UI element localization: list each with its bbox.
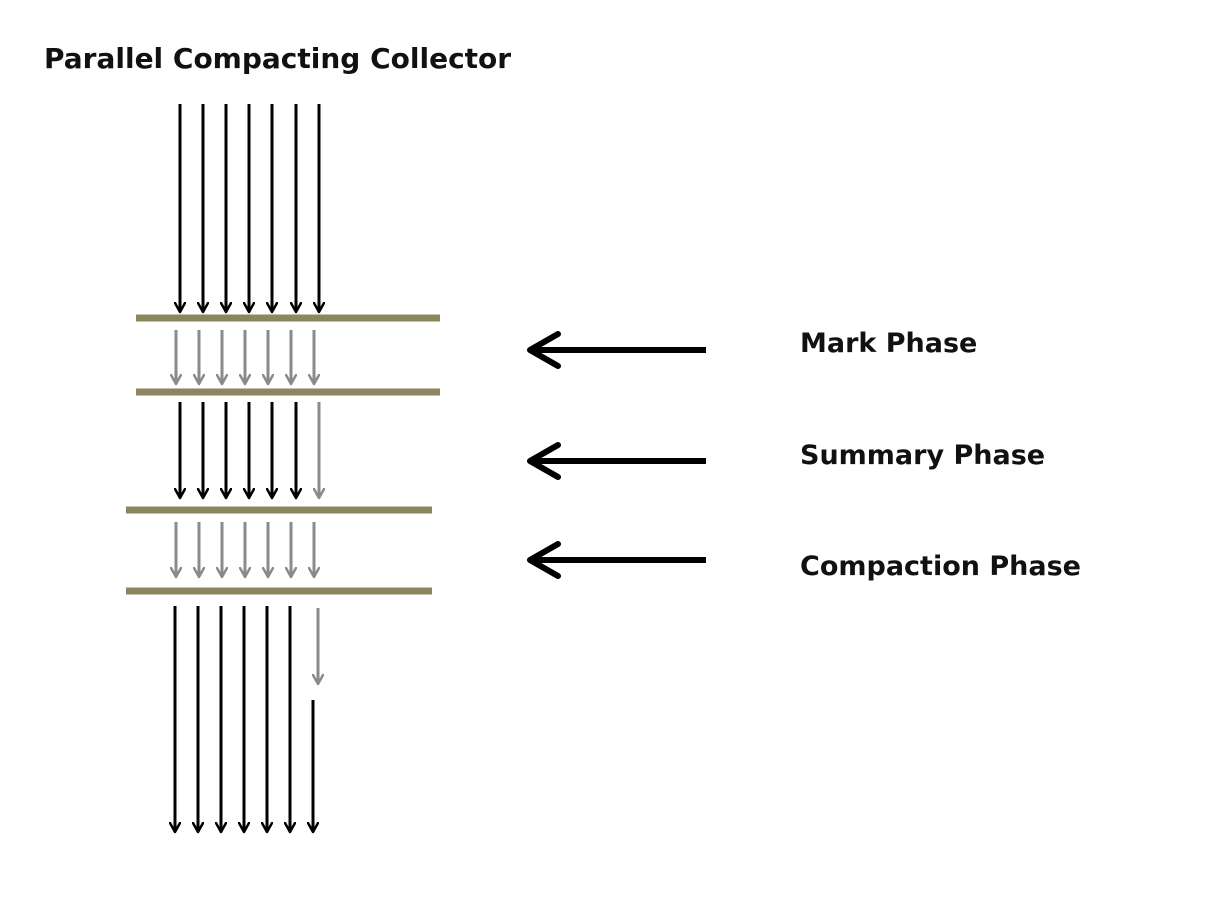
application-resumed-threads <box>175 606 318 832</box>
mark-phase-label: Mark Phase <box>800 328 978 359</box>
diagram-title: Parallel Compacting Collector <box>44 42 512 75</box>
compaction-phase-label: Compaction Phase <box>800 551 1081 582</box>
phase-pointers <box>527 331 706 579</box>
summary-phase-label: Summary Phase <box>800 440 1046 471</box>
summary-phase-threads <box>180 402 319 498</box>
mark-phase-threads <box>176 330 314 384</box>
compaction-phase-threads <box>176 522 314 577</box>
application-threads <box>180 104 319 312</box>
